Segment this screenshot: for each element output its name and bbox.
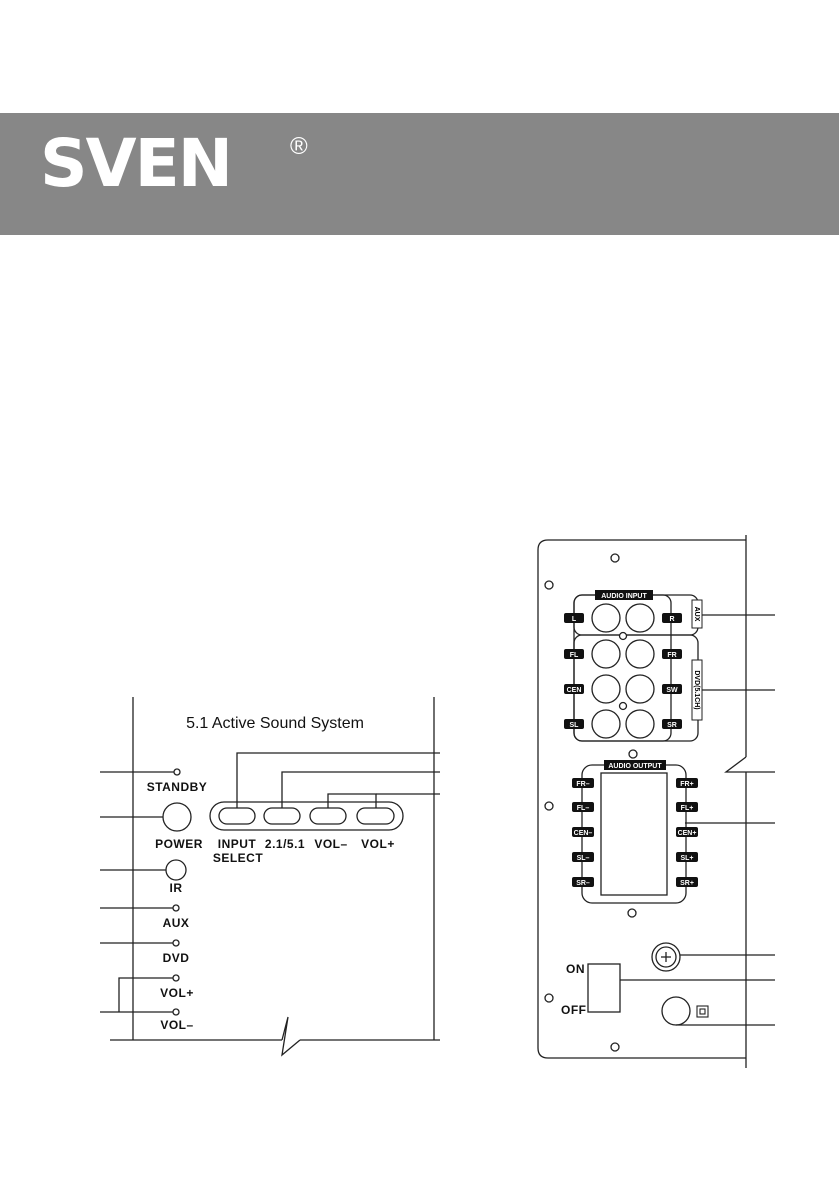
- select-label: SELECT: [213, 851, 264, 865]
- input-right-tags: [662, 613, 682, 729]
- input-left-l: L: [572, 616, 577, 623]
- power-label: POWER: [155, 837, 203, 851]
- front-panel-title: 5.1 Active Sound System: [186, 715, 364, 732]
- registered-mark: ®: [290, 133, 308, 160]
- vol-minus-button-label: VOL–: [314, 837, 347, 851]
- aux-input-label: AUX: [693, 607, 700, 622]
- front-button-strip: [209, 801, 404, 831]
- standby-indicator: [100, 768, 181, 776]
- ir-sensor: [100, 859, 187, 881]
- vol-plus-button[interactable]: [356, 807, 395, 825]
- dvd-input-label: DVD(5.1CH): [693, 670, 700, 709]
- output-left-fr: FR–: [576, 781, 589, 788]
- vol-minus-indicator-label: VOL–: [160, 1018, 193, 1032]
- vol-plus-button-label: VOL+: [361, 837, 395, 851]
- dvd-label: DVD: [163, 951, 190, 965]
- vol-buttons-leader: [327, 793, 377, 808]
- output-left-sl: SL–: [577, 855, 590, 862]
- input-label: INPUT: [218, 837, 257, 851]
- header-banner: [0, 113, 839, 235]
- output-left-sr: SR–: [576, 880, 590, 887]
- output-right-tags: [676, 778, 698, 887]
- output-left-fl: FL–: [577, 805, 590, 812]
- output-right-fl: FL+: [681, 805, 694, 812]
- audio-output-block: [581, 764, 687, 904]
- input-select-button[interactable]: [218, 752, 440, 825]
- fuse-holder[interactable]: [651, 942, 681, 972]
- input-right-r: R: [669, 616, 674, 623]
- standby-label: STANDBY: [147, 780, 208, 794]
- input-left-sl: SL: [570, 722, 580, 729]
- rear-callout-lines: [620, 614, 775, 1026]
- input-left-fl: FL: [570, 652, 579, 659]
- input-right-fr: FR: [667, 652, 676, 659]
- dvd-indicator: [100, 939, 180, 947]
- output-right-sr: SR+: [680, 880, 694, 887]
- output-left-tags: [572, 778, 594, 887]
- vol-minus-button[interactable]: [309, 807, 347, 825]
- switch-off-label: OFF: [561, 1003, 587, 1017]
- rca-jacks[interactable]: [591, 603, 655, 739]
- audio-input-title-bg: [595, 590, 653, 600]
- output-right-sl: SL+: [680, 855, 693, 862]
- front-panel: [110, 697, 440, 1057]
- switch-on-label: ON: [566, 962, 585, 976]
- audio-output-title: AUDIO OUTPUT: [608, 763, 662, 770]
- input-right-sw: SW: [666, 687, 678, 694]
- mode-label: 2.1/5.1: [265, 837, 305, 851]
- aux-indicator: [100, 904, 180, 912]
- vol-indicators: [100, 974, 180, 1016]
- output-right-cen: CEN+: [678, 830, 697, 837]
- aux-tag: [691, 599, 703, 629]
- input-right-sr: SR: [667, 722, 677, 729]
- rear-panel: [537, 535, 775, 1068]
- mode-2-1-5-1-button[interactable]: [263, 771, 440, 825]
- double-insulation-icon: [696, 1005, 709, 1018]
- ir-label: IR: [170, 881, 183, 895]
- power-cord-outlet: [661, 996, 691, 1026]
- output-left-cen: CEN–: [574, 830, 593, 837]
- vol-plus-indicator-label: VOL+: [160, 986, 194, 1000]
- sven-logo: SVEN: [40, 125, 233, 202]
- input-left-tags: [564, 613, 584, 729]
- input-left-cen: CEN: [567, 687, 582, 694]
- audio-input-title: AUDIO INPUT: [601, 593, 647, 600]
- power-switch[interactable]: [587, 963, 621, 1013]
- power-button[interactable]: [100, 802, 192, 832]
- aux-label: AUX: [163, 916, 190, 930]
- audio-output-title-bg: [604, 760, 666, 770]
- output-right-fr: FR+: [680, 781, 693, 788]
